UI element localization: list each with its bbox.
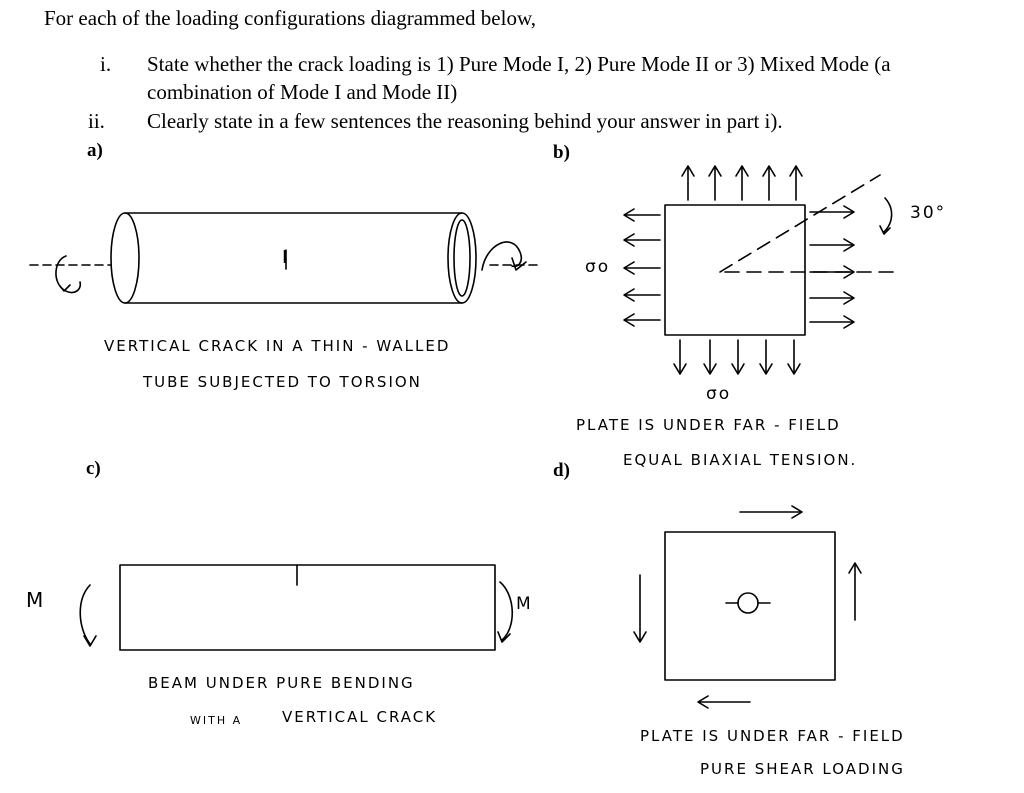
question-number-ii: ii. bbox=[88, 109, 105, 133]
caption-d-line2: PURE SHEAR LOADING bbox=[700, 760, 905, 778]
intro-text: For each of the loading configurations d… bbox=[44, 6, 536, 30]
diagram-d-plate bbox=[633, 505, 862, 709]
question-i-line2: combination of Mode I and Mode II) bbox=[147, 80, 458, 104]
label-c: c) bbox=[86, 458, 101, 479]
question-i-line1: State whether the crack loading is 1) Pu… bbox=[147, 52, 891, 76]
inclined-crack-line bbox=[719, 174, 881, 273]
caption-b-line2: EQUAL BIAXIAL TENSION. bbox=[623, 451, 858, 469]
caption-d-line1: PLATE IS UNDER FAR - FIELD bbox=[640, 727, 905, 745]
diagram-a-tube bbox=[29, 212, 541, 304]
moment-arrow-right bbox=[499, 581, 513, 641]
tube-crack-mark: I bbox=[282, 247, 290, 268]
caption-c-line2-prefix: WITH A bbox=[190, 714, 243, 727]
torsion-arrow-right bbox=[481, 241, 523, 271]
angle-label: 30° bbox=[910, 203, 947, 223]
sigma-bottom-label: σo bbox=[706, 384, 732, 404]
label-a: a) bbox=[87, 140, 103, 161]
label-b: b) bbox=[553, 142, 570, 163]
question-ii-line1: Clearly state in a few sentences the rea… bbox=[147, 109, 783, 133]
diagram-b-plate bbox=[623, 165, 901, 375]
moment-left-label: M bbox=[26, 588, 46, 612]
moment-arrow-left bbox=[79, 584, 91, 645]
moment-right-label: M bbox=[516, 594, 533, 614]
angle-arc bbox=[883, 197, 893, 233]
caption-c-line2: VERTICAL CRACK bbox=[282, 708, 438, 726]
caption-a-line2: TUBE SUBJECTED TO TORSION bbox=[143, 373, 422, 391]
caption-a-line1: VERTICAL CRACK IN A THIN - WALLED bbox=[104, 337, 451, 355]
question-number-i: i. bbox=[100, 52, 112, 76]
sigma-left-label: σo bbox=[585, 257, 611, 277]
caption-b-line1: PLATE IS UNDER FAR - FIELD bbox=[576, 416, 841, 434]
central-hole bbox=[737, 592, 759, 614]
caption-c-line1: BEAM UNDER PURE BENDING bbox=[148, 674, 415, 692]
label-d: d) bbox=[553, 460, 570, 481]
diagram-c-beam bbox=[79, 564, 513, 651]
